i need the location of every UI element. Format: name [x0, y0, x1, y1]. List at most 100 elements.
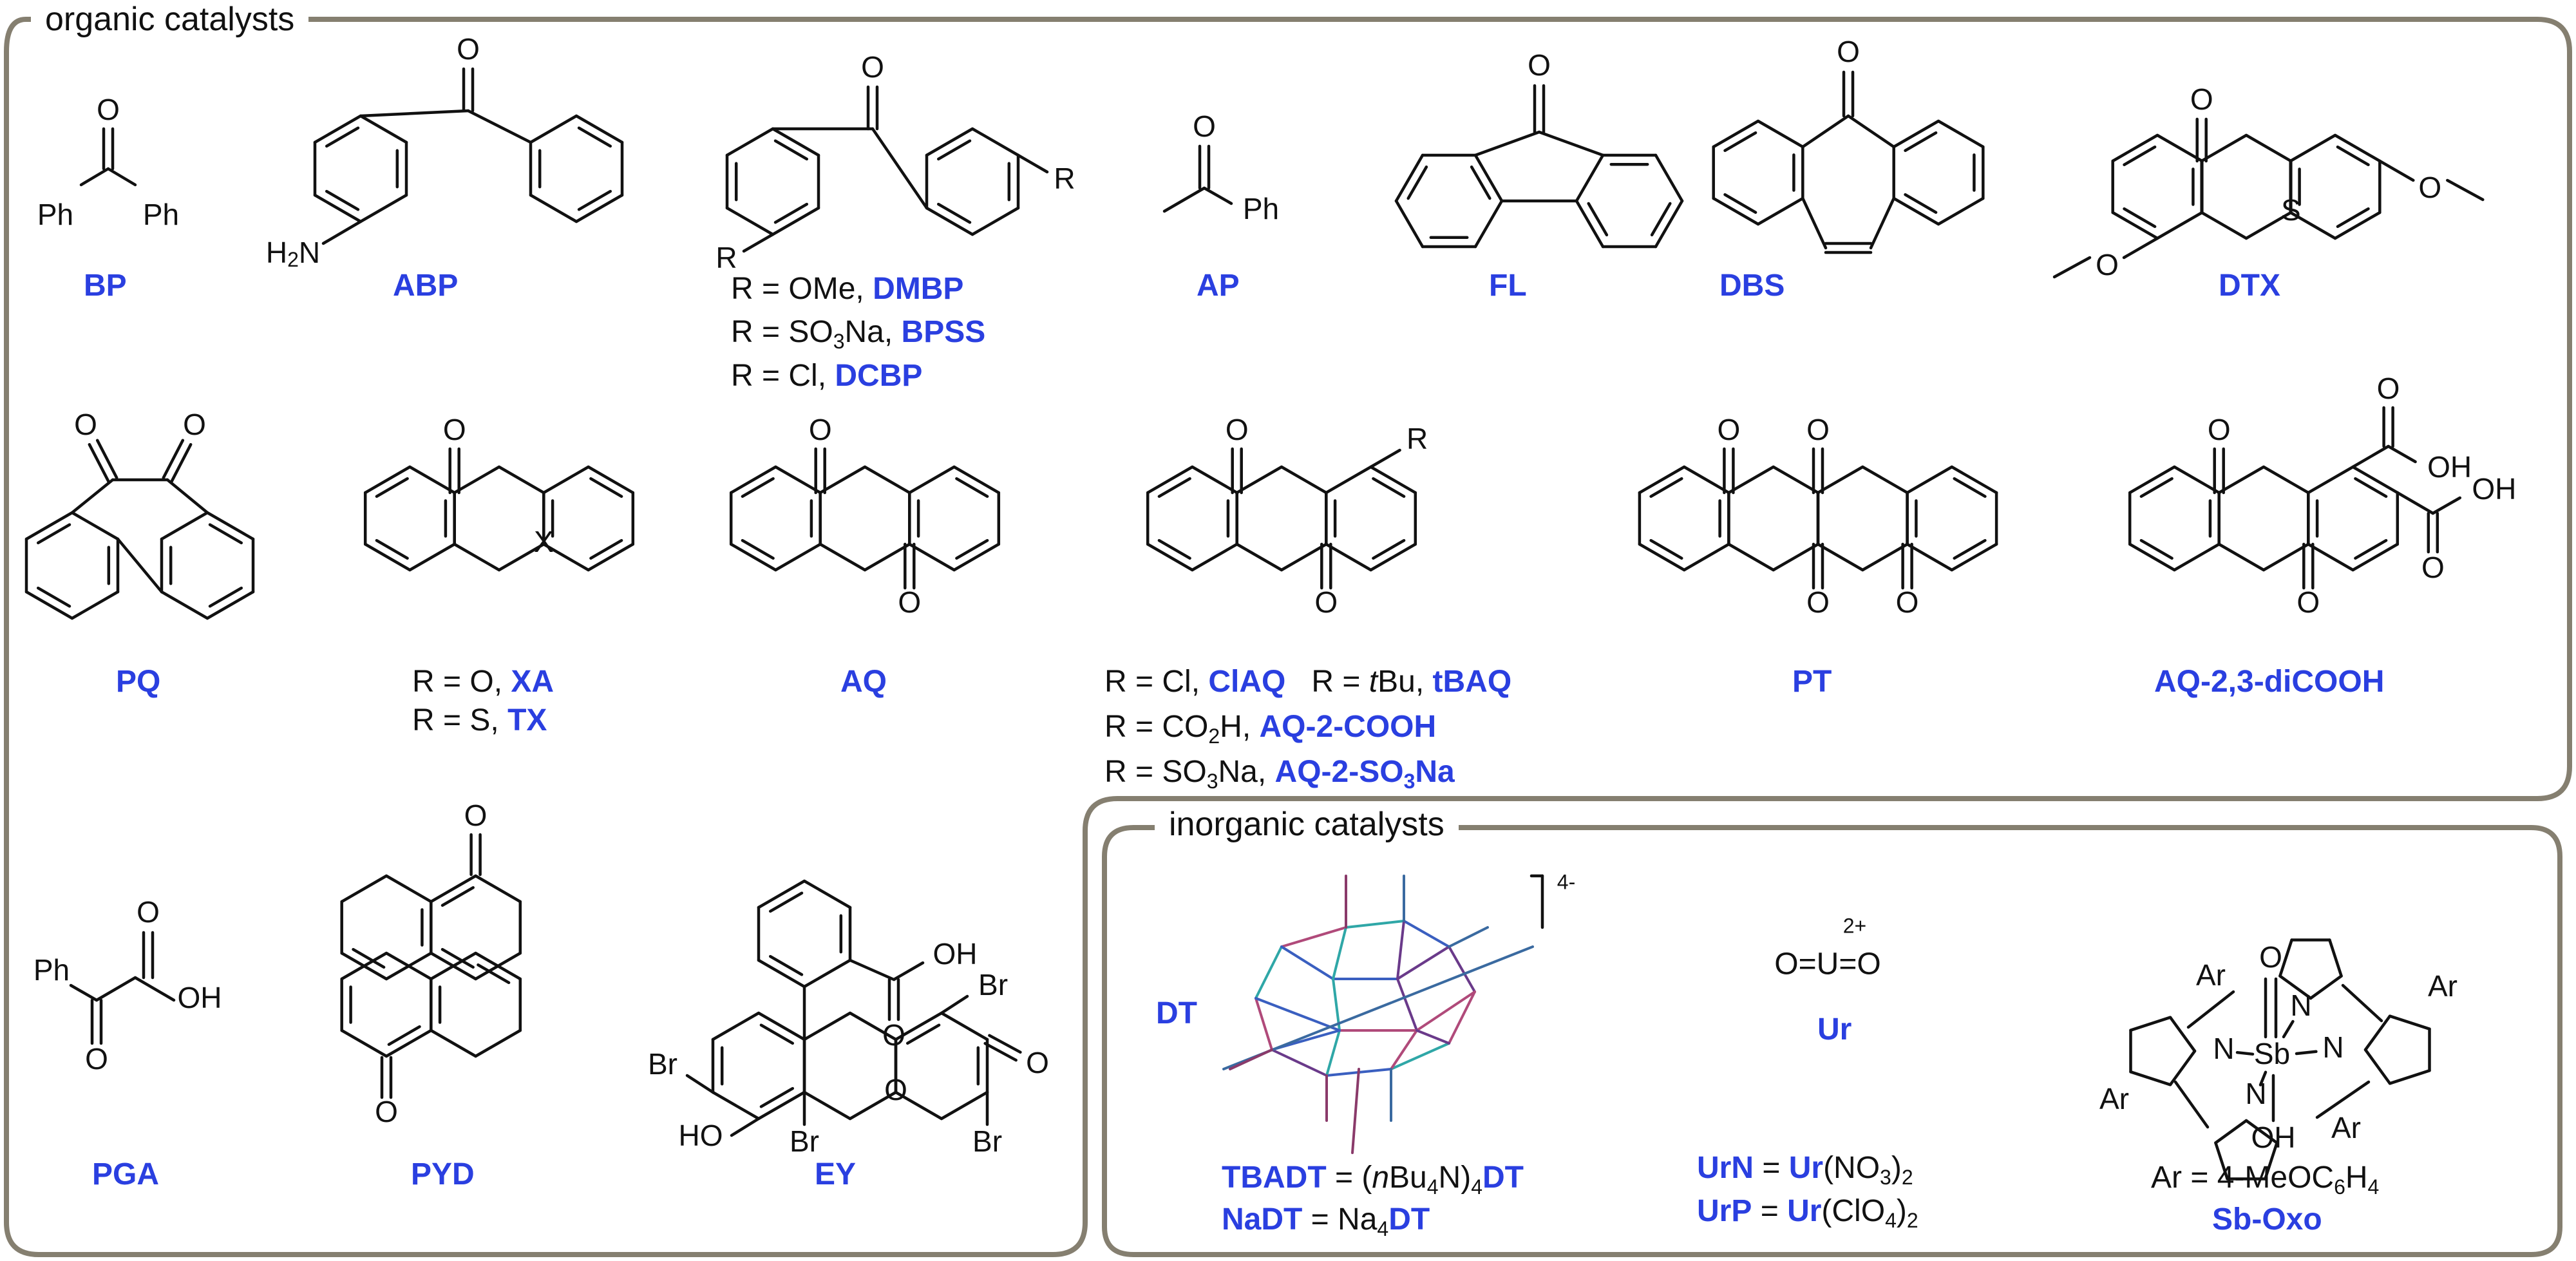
cluster-edge: [1345, 920, 1405, 929]
bp-oxygen: O: [97, 93, 120, 126]
ey-ketone-o: O: [1026, 1046, 1049, 1079]
claq-r: R: [1406, 422, 1428, 455]
label-ur: Ur: [1817, 1012, 1852, 1047]
pt-ring: [1772, 542, 1820, 572]
cluster-edge: [1222, 945, 1534, 1070]
cluster-edge: [1396, 945, 1450, 980]
abp-ring: [577, 189, 612, 211]
sb-pyrrole: [2388, 1014, 2431, 1030]
dbs-ring: [1723, 131, 1757, 153]
pq-carbonyl: [95, 439, 118, 480]
sb-pyrrole: [2264, 1141, 2278, 1180]
sb-pyrrole: [2168, 1049, 2197, 1086]
cluster-edge: [1416, 991, 1476, 1032]
aq23-ring: [2307, 542, 2354, 572]
aq-ring: [729, 542, 777, 572]
sb-aryl: Ar: [2428, 969, 2458, 1003]
aq23-bond: [2387, 444, 2417, 464]
dtx-ring: [2200, 133, 2248, 163]
aq-ring: [952, 465, 1001, 495]
dmbp-bond: [871, 127, 929, 210]
pyd-ring: [440, 886, 475, 907]
abp-ring: [577, 126, 612, 148]
oxygen-label: O: [1718, 413, 1741, 446]
xa-ring: [408, 465, 456, 495]
abp-ring: [313, 193, 363, 223]
aq23-bond: [2396, 491, 2435, 515]
cluster-edge: [1448, 945, 1476, 993]
sb-nitrogen: N: [2322, 1030, 2344, 1064]
dtx-ring: [2155, 211, 2204, 240]
fl-ring: [1654, 199, 1684, 249]
abp-ring: [574, 114, 624, 144]
ey-ring: [711, 1090, 761, 1121]
claq-ring: [1157, 477, 1191, 498]
dbs-bond: [1869, 196, 1895, 250]
sb-pyrrole: [2129, 1016, 2172, 1032]
ey-ring: [757, 879, 806, 909]
dmbp-ring: [971, 206, 1020, 236]
pt-ring: [1861, 542, 1909, 572]
ey-ring: [802, 879, 852, 909]
dmbp-ring: [971, 127, 1020, 157]
dtx-ring: [2336, 207, 2370, 229]
note-aq-2-so3na: R = SO3Na, AQ-2-SO3Na: [1104, 755, 1455, 793]
dtx-ring: [2111, 133, 2159, 163]
aq-ring: [741, 477, 775, 498]
cluster-edge: [1332, 978, 1341, 1032]
note-nadt: NaDT = Na4DT: [1222, 1202, 1430, 1240]
sb-pyrrole: [2328, 938, 2343, 978]
abp-ring: [313, 114, 363, 144]
pt-ring: [1953, 538, 1987, 560]
pga-bond: [69, 983, 99, 1002]
ey-ring: [757, 958, 806, 989]
ey-ring: [848, 1011, 898, 1041]
fl-ring: [1575, 199, 1605, 249]
fl-bond: [1473, 130, 1541, 157]
abp-ring: [325, 126, 360, 148]
abp-ring: [529, 114, 578, 144]
pq-carbonyl: [162, 439, 185, 480]
oxygen-label: O: [898, 585, 921, 619]
pyd-ring: [440, 947, 475, 969]
xa-ring: [542, 465, 590, 495]
pq-ring: [70, 590, 120, 620]
dtx-sulfur: S: [2281, 193, 2301, 227]
xa-ring: [453, 465, 501, 495]
aq-ring: [908, 542, 956, 572]
pq-ring: [160, 590, 209, 620]
claq-bond: [1369, 448, 1401, 469]
xa-ring: [587, 465, 635, 495]
pq-ring: [24, 590, 74, 620]
dmbp-r-left: R: [715, 241, 737, 274]
pq-carbonyl: [88, 442, 111, 484]
pq-bond: [70, 478, 115, 515]
aq23-ring: [2128, 465, 2176, 495]
note-tbadt: TBADT = (nBu4N)4DT: [1222, 1161, 1524, 1199]
pyd-ring: [477, 963, 511, 985]
abp-amine: H2N: [266, 236, 320, 271]
label-ey: EY: [815, 1157, 857, 1191]
sb-nitrogen: N: [2245, 1077, 2266, 1110]
sb-pyrrole: [2388, 1069, 2431, 1085]
ey-acid-oh: OH: [933, 937, 978, 971]
aq-ring: [729, 465, 777, 495]
aq-ring: [741, 538, 775, 560]
pt-ring: [1861, 465, 1909, 495]
label-pga: PGA: [92, 1157, 160, 1191]
pyd-ring: [474, 874, 522, 904]
pq-ring: [36, 523, 71, 545]
abp-ring: [574, 193, 624, 223]
claq-ring: [1369, 465, 1417, 495]
ey-xanthene-o: O: [884, 1073, 907, 1106]
oxygen-label: O: [443, 413, 466, 446]
cluster-edge: [1255, 997, 1341, 1032]
abp-bond: [321, 220, 363, 245]
dbs-bond: [1801, 196, 1828, 250]
sb-pyrrole: [2363, 1014, 2392, 1052]
pt-ring: [1638, 542, 1686, 572]
pyd-ring: [384, 874, 433, 904]
pga-hydroxyl: OH: [178, 981, 222, 1014]
